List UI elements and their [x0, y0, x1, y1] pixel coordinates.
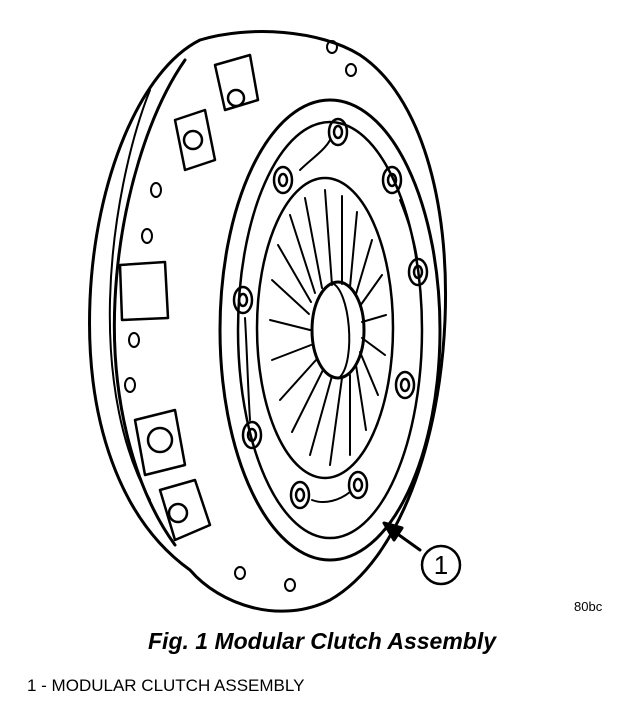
pressure-plate-outer [218, 98, 442, 562]
pressure-plate-bolts [232, 117, 429, 510]
diaphragm-spring-fingers [269, 189, 387, 466]
hub-bore [331, 282, 351, 378]
retaining-straps [244, 139, 418, 503]
clutch-assembly-illustration: 1 [88, 30, 462, 613]
figure-caption: Fig. 1 Modular Clutch Assembly [148, 628, 497, 654]
callout-number: 1 [434, 550, 448, 580]
callout-1: 1 [420, 544, 462, 586]
hub-center [310, 280, 366, 380]
figure-reference-code: 80bc [574, 599, 603, 614]
housing-outline [88, 30, 448, 613]
legend: 1 - MODULAR CLUTCH ASSEMBLY [27, 676, 304, 696]
callout-arrow [382, 521, 422, 552]
housing-rivets [124, 40, 357, 592]
pressure-plate-inner [255, 176, 395, 480]
legend-item: 1 - MODULAR CLUTCH ASSEMBLY [27, 676, 305, 695]
pressure-plate-ring [236, 120, 424, 540]
flange-lugs [118, 53, 260, 542]
housing-flange [108, 89, 151, 501]
